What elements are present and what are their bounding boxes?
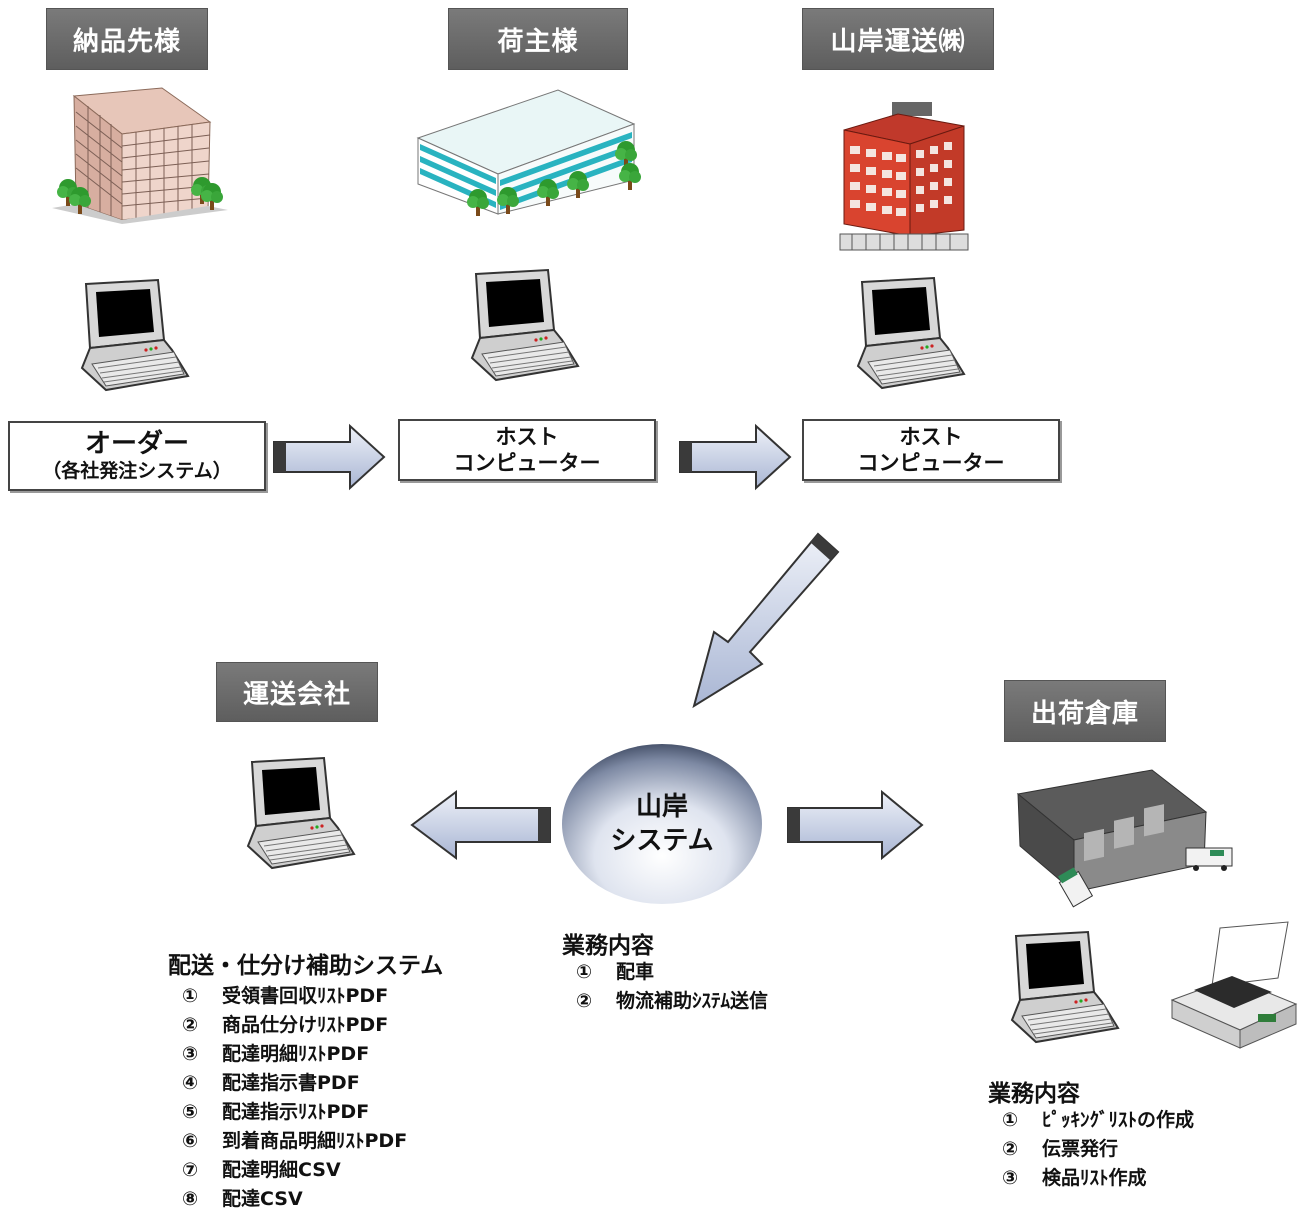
list-item-number: ①: [182, 985, 199, 1007]
list-item-text: 商品仕分けﾘｽﾄPDF: [222, 1014, 389, 1036]
order-subtitle: （各社発注システム）: [42, 460, 232, 482]
list-item-number: ③: [1002, 1167, 1019, 1189]
list-item: ② 物流補助ｼｽﾃﾑ送信: [576, 987, 768, 1016]
arrow-right-icon: [787, 789, 924, 861]
transport-tasks-list: ① 受領書回収ﾘｽﾄPDF ② 商品仕分けﾘｽﾄPDF ③ 配達明細ﾘｽﾄPDF ④ 配…: [182, 982, 407, 1214]
list-item-text: ﾋﾟｯｷﾝｸﾞﾘｽﾄの作成: [1042, 1109, 1195, 1131]
list-item-number: ⑤: [182, 1101, 199, 1123]
host-line1: ホスト: [899, 425, 963, 449]
list-item-text: 配車: [616, 961, 655, 983]
warehouse-tasks-list: ① ﾋﾟｯｷﾝｸﾞﾘｽﾄの作成 ② 伝票発行 ③ 検品ﾘｽﾄ作成: [1002, 1106, 1194, 1193]
list-item-number: ①: [576, 961, 593, 983]
list-item-text: 到着商品明細ﾘｽﾄPDF: [222, 1130, 408, 1152]
transport-tasks-heading: 配送・仕分け補助システム: [168, 953, 444, 979]
list-item-number: ②: [182, 1014, 199, 1036]
center-tasks-heading: 業務内容: [562, 933, 654, 959]
list-item-text: 受領書回収ﾘｽﾄPDF: [222, 985, 389, 1007]
list-item-number: ②: [1002, 1138, 1019, 1160]
list-item: ⑥ 到着商品明細ﾘｽﾄPDF: [182, 1127, 407, 1156]
arrow-right-icon: [273, 423, 386, 491]
arrow-down-left-icon: [692, 532, 840, 709]
list-item: ① ﾋﾟｯｷﾝｸﾞﾘｽﾄの作成: [1002, 1106, 1194, 1135]
system-label-line2: システム: [610, 826, 714, 856]
truck-icon: [1058, 867, 1094, 908]
title-shipping-warehouse: 出荷倉庫: [1004, 680, 1166, 742]
list-item-text: 検品ﾘｽﾄ作成: [1042, 1167, 1147, 1189]
list-item-number: ①: [1002, 1109, 1019, 1131]
office-building-icon: [52, 87, 228, 224]
list-item: ② 商品仕分けﾘｽﾄPDF: [182, 1011, 407, 1040]
list-item: ① 配車: [576, 958, 768, 987]
host-line2: コンピューター: [453, 451, 601, 475]
host-line2: コンピューター: [857, 451, 1005, 475]
center-tasks-list: ① 配車 ② 物流補助ｼｽﾃﾑ送信: [576, 958, 768, 1016]
system-label-line1: 山岸: [635, 792, 688, 822]
list-item-number: ⑦: [182, 1159, 199, 1181]
list-item-number: ④: [182, 1072, 199, 1094]
list-item-text: 配達指示ﾘｽﾄPDF: [222, 1101, 370, 1123]
list-item: ③ 検品ﾘｽﾄ作成: [1002, 1164, 1194, 1193]
host-computer-box-yamagishi: ホスト コンピューター: [802, 419, 1060, 481]
computer-icon: [857, 277, 965, 389]
list-item: ③ 配達明細ﾘｽﾄPDF: [182, 1040, 407, 1069]
list-item: ⑧ 配達CSV: [182, 1185, 407, 1214]
arrow-left-icon: [410, 790, 551, 860]
computer-icon: [81, 279, 189, 391]
yamagishi-system-node: [562, 744, 762, 904]
list-item-text: 配達明細CSV: [222, 1159, 341, 1181]
office-building-icon: [839, 102, 969, 251]
list-item: ① 受領書回収ﾘｽﾄPDF: [182, 982, 407, 1011]
list-item-text: 物流補助ｼｽﾃﾑ送信: [616, 990, 769, 1012]
list-item-text: 配達CSV: [222, 1188, 303, 1210]
list-item-number: ⑧: [182, 1188, 199, 1210]
title-shipper: 荷主様: [448, 8, 628, 70]
order-title: オーダー: [84, 429, 189, 459]
order-box: オーダー （各社発注システム）: [8, 421, 266, 491]
list-item: ⑦ 配達明細CSV: [182, 1156, 407, 1185]
host-computer-box-shipper: ホスト コンピューター: [398, 419, 656, 481]
computer-icon: [247, 757, 355, 869]
list-item: ④ 配達指示書PDF: [182, 1069, 407, 1098]
list-item-text: 配達明細ﾘｽﾄPDF: [222, 1043, 370, 1065]
warehouse-tasks-heading: 業務内容: [988, 1081, 1080, 1107]
printer-icon: [1170, 921, 1298, 1049]
list-item-text: 伝票発行: [1042, 1138, 1119, 1160]
list-item-text: 配達指示書PDF: [222, 1072, 360, 1094]
warehouse-icon: [1016, 769, 1233, 908]
list-item-number: ②: [576, 990, 593, 1012]
list-item: ② 伝票発行: [1002, 1135, 1194, 1164]
title-yamagishi-transport: 山岸運送㈱: [802, 8, 994, 70]
list-item-number: ⑥: [182, 1130, 199, 1152]
computer-icon: [1011, 931, 1119, 1043]
title-delivery-destination: 納品先様: [46, 8, 208, 70]
office-building-icon: [416, 89, 641, 216]
list-item: ⑤ 配達指示ﾘｽﾄPDF: [182, 1098, 407, 1127]
host-line1: ホスト: [495, 425, 559, 449]
title-transport-company: 運送会社: [216, 662, 378, 722]
computer-icon: [471, 269, 579, 381]
arrow-right-icon: [679, 423, 792, 491]
system-label: 山岸 システム: [560, 790, 764, 858]
list-item-number: ③: [182, 1043, 199, 1065]
